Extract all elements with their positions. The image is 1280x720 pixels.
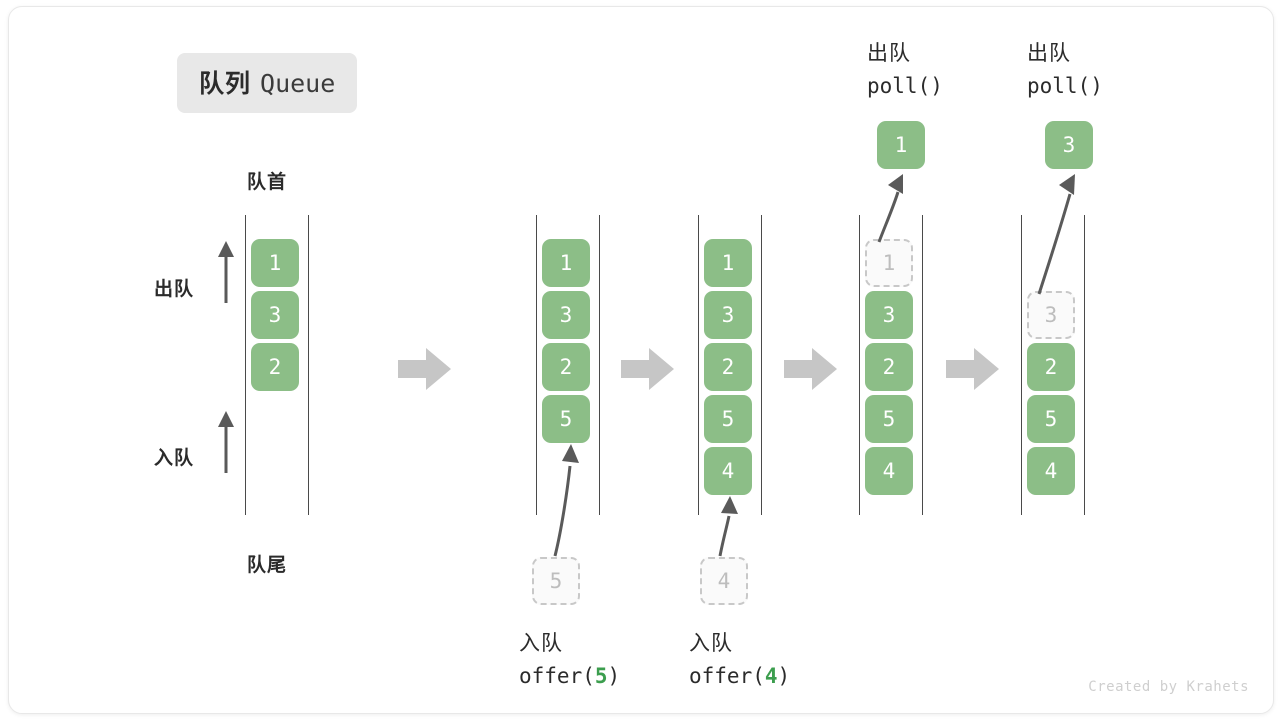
queue-element-filled: 3 — [704, 291, 752, 339]
caption-cjk-offer-5: 入队 — [519, 631, 563, 655]
caption-code-offer-5: offer(5) — [519, 664, 620, 688]
queue-element-filled: 3 — [251, 291, 299, 339]
top-label-code-poll-1: poll() — [867, 74, 943, 98]
flow-arrow-icon-4 — [946, 348, 999, 390]
title-latin: Queue — [260, 69, 336, 98]
flow-arrow-icon-1 — [398, 348, 451, 390]
popped-element-box: 1 — [877, 121, 925, 169]
queue-element-filled: 2 — [1027, 343, 1075, 391]
queue-element-filled: 2 — [865, 343, 913, 391]
queue-element-filled: 3 — [865, 291, 913, 339]
code-prefix: offer( — [689, 664, 765, 688]
code-arg: 4 — [764, 664, 778, 688]
queue-rail-left — [245, 215, 246, 515]
queue-rail-right — [922, 215, 923, 515]
dequeue-motion-arrow-2 — [1037, 174, 1075, 295]
top-label-code-poll-3: poll() — [1027, 74, 1103, 98]
code-suffix: ) — [777, 664, 791, 688]
top-label-cjk-poll-3: 出队 — [1027, 41, 1071, 65]
queue-element-filled: 5 — [704, 395, 752, 443]
queue-element-filled: 4 — [1027, 447, 1075, 495]
label-queue-rear: 队尾 — [247, 554, 288, 576]
watermark-credit: Created by Krahets — [1088, 679, 1249, 695]
queue-element-filled: 3 — [542, 291, 590, 339]
queue-element-ghost: 3 — [1027, 291, 1075, 339]
flow-arrow-icon-2 — [621, 348, 674, 390]
code-suffix: ) — [607, 664, 621, 688]
enqueue-motion-arrow-1 — [553, 444, 579, 557]
dequeue-direction-arrow-icon — [218, 241, 234, 303]
queue-element-filled: 1 — [542, 239, 590, 287]
pending-element-box: 5 — [532, 557, 580, 605]
top-label-cjk-poll-1: 出队 — [867, 41, 911, 65]
label-dequeue-direction: 出队 — [154, 278, 195, 300]
queue-rail-right — [761, 215, 762, 515]
queue-element-ghost: 1 — [865, 239, 913, 287]
queue-rail-left — [859, 215, 860, 515]
label-enqueue-direction: 入队 — [154, 447, 195, 469]
title-cjk: 队列 — [199, 69, 252, 98]
code-prefix: offer( — [519, 664, 595, 688]
enqueue-motion-arrow-2 — [718, 496, 738, 557]
diagram-title-badge: 队列 Queue — [177, 53, 358, 113]
queue-rail-left — [698, 215, 699, 515]
queue-element-filled: 2 — [704, 343, 752, 391]
caption-cjk-offer-4: 入队 — [689, 631, 733, 655]
popped-element-box: 3 — [1045, 121, 1093, 169]
queue-element-filled: 2 — [542, 343, 590, 391]
queue-element-filled: 5 — [865, 395, 913, 443]
dequeue-motion-arrow-1 — [877, 174, 903, 243]
label-queue-front: 队首 — [247, 171, 288, 193]
queue-element-filled: 1 — [251, 239, 299, 287]
pending-element-box: 4 — [700, 557, 748, 605]
queue-rail-right — [1084, 215, 1085, 515]
flow-arrow-icon-3 — [784, 348, 837, 390]
caption-code-offer-4: offer(4) — [689, 664, 790, 688]
queue-element-filled: 4 — [865, 447, 913, 495]
queue-rail-right — [599, 215, 600, 515]
queue-rail-left — [1021, 215, 1022, 515]
queue-rail-left — [536, 215, 537, 515]
queue-element-filled: 4 — [704, 447, 752, 495]
enqueue-direction-arrow-icon — [218, 411, 234, 473]
queue-element-filled: 5 — [1027, 395, 1075, 443]
queue-element-filled: 1 — [704, 239, 752, 287]
queue-element-filled: 2 — [251, 343, 299, 391]
queue-element-filled: 5 — [542, 395, 590, 443]
code-arg: 5 — [594, 664, 608, 688]
queue-rail-right — [308, 215, 309, 515]
